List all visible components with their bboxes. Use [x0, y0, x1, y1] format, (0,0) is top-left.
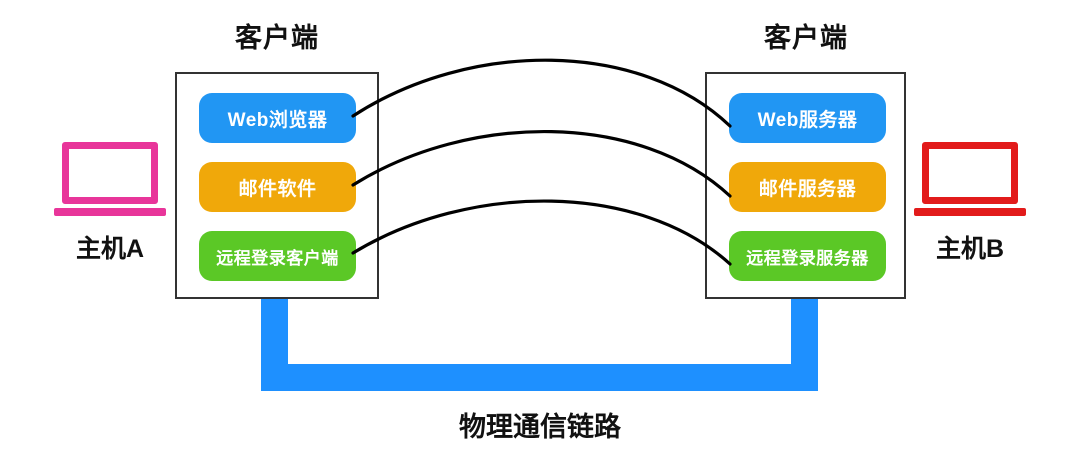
server-app-container: Web服务器 邮件服务器 远程登录服务器 [705, 72, 906, 299]
host-a: 主机A [30, 142, 190, 265]
laptop-base [54, 208, 166, 216]
right-stack-title: 客户端 [764, 23, 848, 53]
app-pill-remote-login-client[interactable]: 远程登录客户端 [199, 231, 356, 281]
laptop-icon [54, 142, 166, 216]
connection-arc-web [351, 58, 732, 128]
client-app-container: Web浏览器 邮件软件 远程登录客户端 [175, 72, 379, 299]
app-pill-web-server[interactable]: Web服务器 [729, 93, 886, 143]
laptop-base [914, 208, 1026, 216]
host-b-label: 主机B [935, 235, 1005, 263]
laptop-screen [62, 142, 158, 204]
app-pill-mail-server[interactable]: 邮件服务器 [729, 162, 886, 212]
left-stack-title: 客户端 [235, 23, 319, 53]
app-pill-mail-client[interactable]: 邮件软件 [199, 162, 356, 212]
laptop-icon [914, 142, 1026, 216]
physical-link-label: 物理通信链路 [459, 412, 621, 442]
physical-link-bottom-bar [261, 364, 818, 391]
app-pill-remote-login-server[interactable]: 远程登录服务器 [729, 231, 886, 281]
laptop-screen [922, 142, 1018, 204]
app-pill-web-browser[interactable]: Web浏览器 [199, 93, 356, 143]
host-a-label: 主机A [75, 235, 145, 263]
connection-arc-mail [351, 129, 732, 198]
host-b: 主机B [890, 142, 1050, 265]
connection-arc-remote-login [351, 199, 732, 266]
